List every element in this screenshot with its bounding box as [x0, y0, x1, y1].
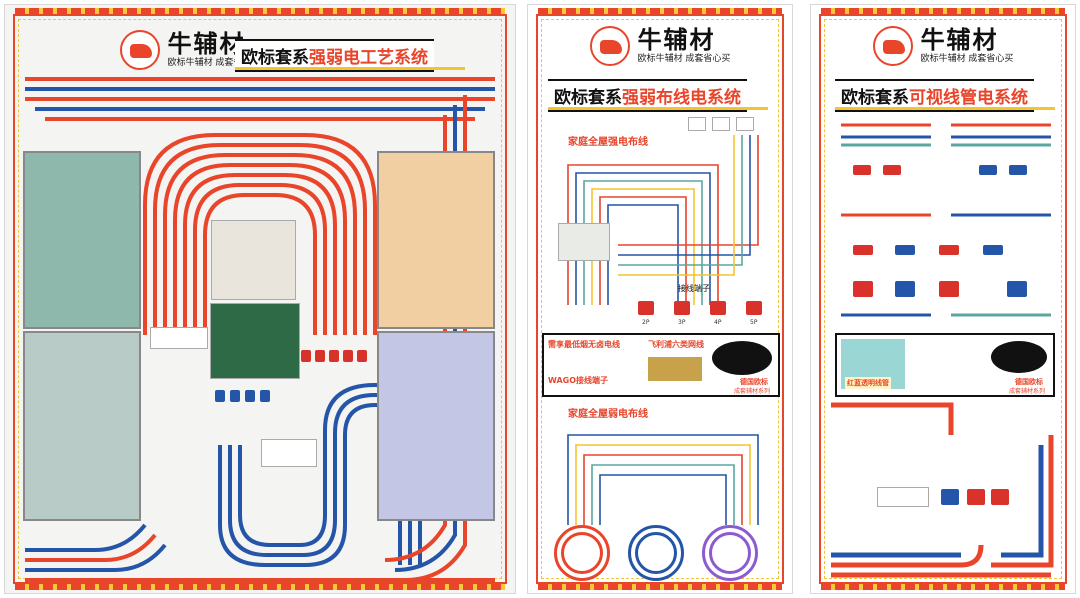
room-kitchen [377, 151, 495, 329]
top-stripe [538, 8, 782, 14]
connector-icon [853, 165, 871, 175]
junction-box-icon [895, 281, 915, 297]
consumer-unit [558, 223, 610, 261]
outlet-icon [329, 350, 339, 362]
panel-visible-conduit: 牛辅材 欧标牛辅材 成套省心买 欧标套系可视线管电系统 [810, 4, 1076, 594]
floor-plan-image [211, 220, 296, 300]
wago-terminal-icon [746, 301, 762, 315]
wago-terminal-icon [674, 301, 690, 315]
terminal-count: 5P [750, 319, 758, 326]
brand-slogan: 欧标牛辅材 成套省心买 [167, 58, 261, 68]
bull-logo-icon [119, 30, 160, 70]
brand-name: 牛辅材 [637, 26, 716, 54]
connector-icon [979, 165, 997, 175]
panel-wiring-system: 牛辅材 欧标牛辅材 成套省心买 欧标套系强弱布线电系统 家庭全屋强电布线 [527, 4, 793, 594]
strong-wiring-diagram [567, 135, 759, 525]
panel-title: 欧标套系可视线管电系统 [835, 79, 1034, 112]
panel-frame [819, 14, 1067, 584]
brand-name: 牛辅材 [920, 26, 999, 54]
section-weak-current: 家庭全屋弱电布线 [568, 409, 648, 420]
router-device [261, 439, 317, 467]
badge-subtext: 成套辅材系列 [1008, 388, 1045, 395]
outlet-box-icon [991, 489, 1009, 505]
title-underline [548, 107, 768, 110]
terminal-label: 接线端子 [678, 284, 710, 293]
junction-box-icon [853, 281, 873, 297]
network-port-icon [215, 390, 225, 402]
product-card: 需享最低烟无卤电线 飞利浦六类网线 WAGO接线端子 德国欧标 成套辅材系列 [542, 333, 780, 397]
connector-icon [1009, 165, 1027, 175]
bull-logo-icon [589, 26, 630, 66]
bottom-stripe [821, 584, 1065, 590]
brand-slogan: 欧标牛辅材 成套省心买 [920, 54, 1014, 64]
meter-icon [736, 117, 754, 131]
conduit-fittings [831, 123, 1054, 578]
outlet-box-icon [967, 489, 985, 505]
outlet-icon [301, 350, 311, 362]
network-port-icon [260, 390, 270, 402]
panel-title: 欧标套系强弱布线电系统 [548, 79, 747, 112]
panel-title: 欧标套系强弱电工艺系统 [235, 39, 434, 72]
network-port-icon [230, 390, 240, 402]
bottom-stripe [15, 584, 505, 590]
germany-badge-icon [712, 341, 772, 375]
wire-coil-blue [628, 525, 684, 581]
brand-header: 牛辅材 欧标牛辅材 成套省心买 [528, 23, 792, 69]
badge-text: 德国欧标 [1015, 378, 1043, 386]
terminal-count: 3P [678, 319, 686, 326]
room-living [23, 151, 141, 329]
elbow-icon [853, 245, 873, 255]
meter-icon [688, 117, 706, 131]
brand-header: 牛辅材 欧标牛辅材 成套省心买 [811, 23, 1075, 69]
bottom-stripe [538, 584, 782, 590]
elbow-icon [895, 245, 915, 255]
panel-process-system: 牛辅材 欧标牛辅材 成套省心买 欧标套系强弱电工艺系统 [4, 4, 516, 594]
wire-coil-red-blue [554, 525, 610, 581]
terminal-count: 4P [714, 319, 722, 326]
elbow-icon [939, 245, 959, 255]
top-stripe [15, 8, 505, 14]
switch-box-icon [941, 489, 959, 505]
badge-subtext: 成套辅材系列 [733, 388, 770, 395]
connector-icon [883, 165, 901, 175]
room-bedroom [23, 331, 141, 521]
elbow-icon [983, 245, 1003, 255]
section-strong-current: 家庭全屋强电布线 [568, 137, 648, 148]
top-stripe [821, 8, 1065, 14]
meter-icon [712, 117, 730, 131]
brand-header: 牛辅材 欧标牛辅材 成套省心买 [5, 27, 515, 73]
breaker-box [150, 327, 208, 349]
terminal-count: 2P [642, 319, 650, 326]
brand-name: 牛辅材 [167, 30, 246, 58]
room-bathroom [377, 331, 495, 521]
outlet-icon [343, 350, 353, 362]
product-card: 红蓝透明线管 德国欧标 成套辅材系列 [835, 333, 1055, 397]
wago-terminal-icon [638, 301, 654, 315]
wago-terminal-icon [710, 301, 726, 315]
outlet-icon [357, 350, 367, 362]
badge-text: 德国欧标 [740, 378, 768, 386]
distribution-panel [210, 303, 300, 379]
bull-logo-icon [872, 26, 913, 66]
title-underline [835, 107, 1055, 110]
title-underline [235, 67, 465, 70]
consumer-unit [877, 487, 929, 507]
brand-slogan: 欧标牛辅材 成套省心买 [637, 54, 731, 64]
wire-coil-rainbow [702, 525, 758, 581]
outlet-icon [315, 350, 325, 362]
conduit-label: 红蓝透明线管 [845, 377, 891, 389]
network-port-icon [245, 390, 255, 402]
pipe-diagram [25, 77, 495, 582]
junction-box-icon [1007, 281, 1027, 297]
junction-box-icon [939, 281, 959, 297]
germany-badge-icon [991, 341, 1047, 373]
cable-product-image [648, 357, 702, 381]
